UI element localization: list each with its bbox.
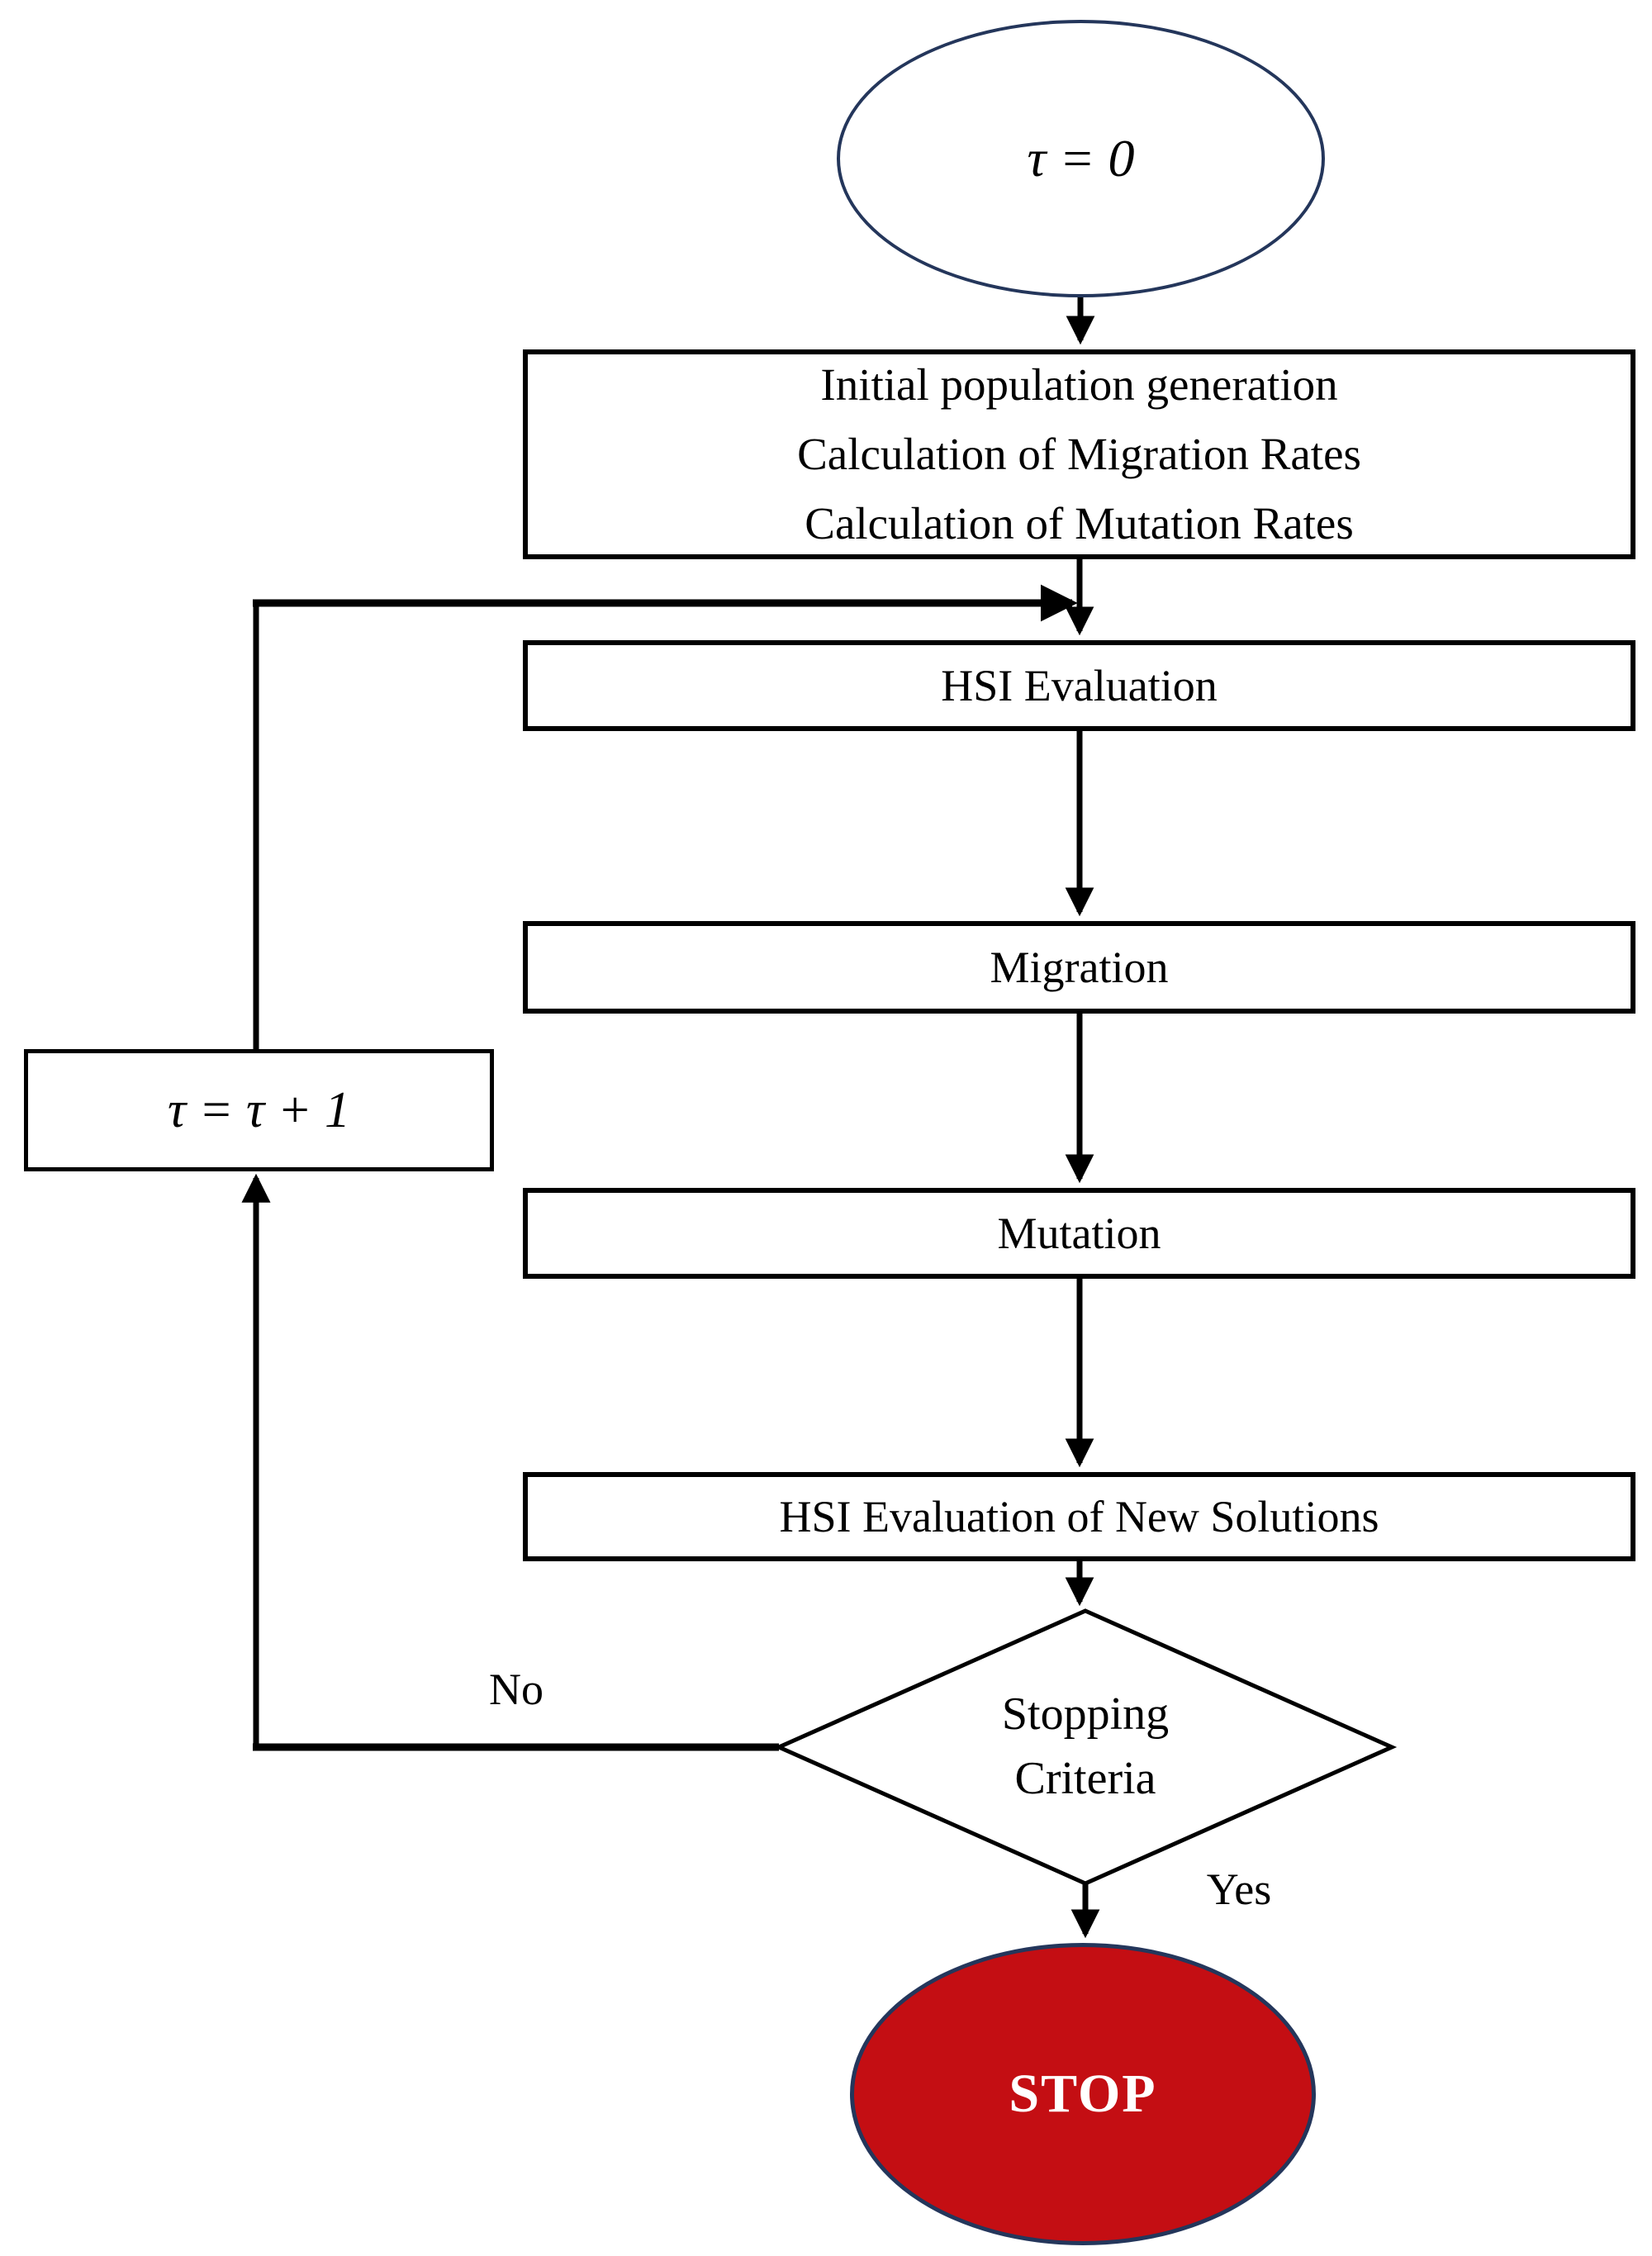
hsi-evaluation-label: HSI Evaluation bbox=[941, 661, 1218, 710]
start-node-label: τ = 0 bbox=[1027, 129, 1135, 188]
yes-branch-label: Yes bbox=[1206, 1864, 1272, 1914]
stop-node-label: STOP bbox=[1009, 2064, 1157, 2124]
hsi-evaluation-node: HSI Evaluation bbox=[523, 640, 1635, 731]
stopping-criteria-diamond bbox=[773, 1608, 1398, 1886]
init-line-2: Calculation of Migration Rates bbox=[797, 429, 1361, 479]
init-line-1: Initial population generation bbox=[820, 359, 1338, 410]
increment-node: τ = τ + 1 bbox=[24, 1049, 494, 1171]
start-node: τ = 0 bbox=[837, 20, 1325, 297]
stopping-criteria-label: Stopping Criteria bbox=[879, 1682, 1292, 1811]
mutation-node: Mutation bbox=[523, 1188, 1635, 1279]
stop-node: STOP bbox=[850, 1943, 1316, 2245]
mutation-label: Mutation bbox=[997, 1209, 1161, 1258]
stopping-criteria-line-1: Stopping bbox=[1001, 1688, 1170, 1740]
migration-label: Migration bbox=[990, 943, 1169, 992]
stopping-criteria-line-2: Criteria bbox=[1014, 1753, 1156, 1804]
migration-node: Migration bbox=[523, 921, 1635, 1014]
increment-label: τ = τ + 1 bbox=[167, 1082, 351, 1138]
init-population-node: Initial population generation Calculatio… bbox=[523, 349, 1635, 559]
init-line-3: Calculation of Mutation Rates bbox=[805, 498, 1354, 549]
hsi-evaluation-new-solutions-label: HSI Evaluation of New Solutions bbox=[779, 1492, 1379, 1541]
hsi-evaluation-new-solutions-node: HSI Evaluation of New Solutions bbox=[523, 1472, 1635, 1561]
no-branch-label: No bbox=[489, 1665, 544, 1714]
